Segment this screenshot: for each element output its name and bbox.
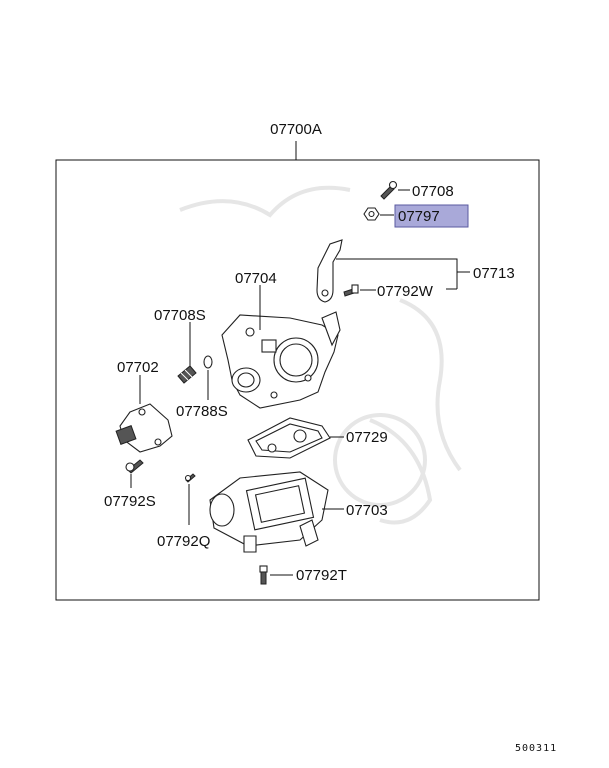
part-label-07788S[interactable]: 07788S	[176, 403, 228, 420]
diagram-id: 500311	[515, 743, 557, 754]
watermark-logo	[179, 185, 462, 525]
part-label-07704[interactable]: 07704	[235, 270, 277, 287]
screw-07708S-part[interactable]	[177, 365, 197, 384]
part-label-07792W[interactable]: 07792W	[377, 283, 434, 300]
part-label-07797[interactable]: 07797	[398, 208, 440, 225]
assembly-frame	[55, 159, 540, 601]
highlight-box-07797	[394, 204, 469, 228]
part-label-07792T[interactable]: 07792T	[296, 567, 347, 584]
bolt-07792T-part[interactable]	[259, 565, 268, 585]
washer-07788S-part[interactable]	[203, 355, 213, 369]
screw-07792S-part[interactable]	[125, 459, 144, 474]
screw-07792Q-part[interactable]	[184, 473, 196, 483]
idle-control-07703-part[interactable]	[209, 471, 329, 553]
screw-07708-part[interactable]	[380, 180, 398, 200]
bracket-07713-part[interactable]	[316, 239, 343, 303]
part-label-07713[interactable]: 07713	[473, 265, 515, 282]
nut-07797-part[interactable]	[363, 207, 380, 221]
bolt-07792W-part[interactable]	[343, 284, 359, 297]
assembly-label[interactable]: 07700A	[270, 121, 322, 138]
part-label-07708S[interactable]: 07708S	[154, 307, 206, 324]
part-label-07792S[interactable]: 07792S	[104, 493, 156, 510]
part-label-07708[interactable]: 07708	[412, 183, 454, 200]
gasket-07729-part[interactable]	[247, 417, 331, 459]
part-label-07729[interactable]: 07729	[346, 429, 388, 446]
throttle-body-07704-part[interactable]	[221, 311, 341, 409]
part-label-07792Q[interactable]: 07792Q	[157, 533, 210, 550]
part-label-07703[interactable]: 07703	[346, 502, 388, 519]
sensor-07702-part[interactable]	[115, 403, 173, 453]
part-label-07702[interactable]: 07702	[117, 359, 159, 376]
